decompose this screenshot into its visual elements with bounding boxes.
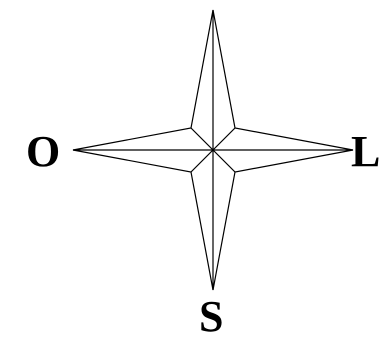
east-label: L bbox=[351, 130, 380, 174]
west-label: O bbox=[26, 130, 60, 174]
south-label: S bbox=[199, 295, 223, 339]
compass-star bbox=[73, 10, 353, 290]
